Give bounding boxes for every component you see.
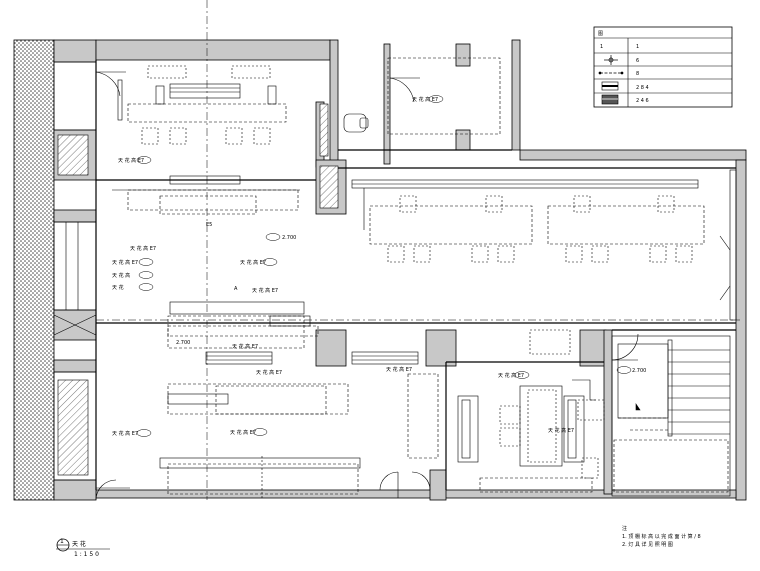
legend-symbol-0: 1	[600, 44, 603, 50]
label-11: 天 花 高 E7	[498, 372, 524, 379]
elevation-tags	[136, 95, 632, 437]
label-16: 天 花 高 E7	[232, 343, 258, 350]
label-1: 2.700	[282, 235, 296, 241]
label-9: E5	[206, 222, 212, 228]
partitions	[95, 60, 736, 490]
walls	[53, 39, 747, 501]
dashed-line-icon	[598, 71, 624, 75]
legend-label-1: 6	[636, 58, 639, 64]
window-mullions	[53, 61, 97, 481]
label-17: 天 花 高 E7	[548, 427, 574, 434]
title-circle-number: 1	[60, 538, 64, 545]
label-13: 2.700	[176, 340, 190, 346]
light-strip-icon	[601, 81, 619, 91]
label-6: 天 花 高 E7	[130, 245, 156, 252]
label-7: 天 花 高 E7	[412, 96, 438, 103]
label-3: 天 花 高 E7	[112, 259, 138, 266]
plan-labels: 天 花 高 E7 2.700 天 花 高 E7 天 花 高 E7 天 花 高 天…	[112, 96, 646, 437]
legend-table: 图 1 1 6 8 2 8 4 2 4 6	[593, 26, 733, 108]
label-14: 天 花 高 E7	[386, 366, 412, 373]
legend-label-0: 1	[636, 44, 639, 50]
room-lower-middle	[457, 329, 605, 493]
label-10: 天 花 高 E7	[230, 429, 256, 436]
light-panel-icon	[601, 94, 619, 105]
notes-block: 注 1. 顶 棚 标 高 以 完 成 面 计 算 / 8 2. 灯 具 详 见 …	[622, 525, 701, 548]
label-19: A	[234, 286, 238, 292]
legend-label-4: 2 4 6	[636, 98, 649, 104]
label-4: 天 花 高	[112, 272, 130, 279]
room-stair	[611, 333, 731, 497]
room-lower-left	[95, 301, 439, 501]
drawing-scale: 1 : 1 5 0	[74, 551, 99, 558]
legend-label-3: 2 8 4	[636, 85, 649, 91]
axis-lines	[96, 0, 740, 500]
label-8: 天 花 高 E7	[112, 430, 138, 437]
drawing-title-block: 1 天 花 1 : 1 5 0	[56, 538, 110, 558]
legend-header: 图	[598, 31, 603, 37]
legend-label-2: 8	[636, 71, 639, 77]
note-1: 1. 顶 棚 标 高 以 完 成 面 计 算 / 8	[622, 533, 701, 540]
label-12: 2.700	[632, 368, 646, 374]
label-0: 天 花 高 E7	[118, 157, 144, 164]
label-15: 天 花 高 E7	[256, 369, 282, 376]
room-open-office	[351, 169, 737, 321]
note-2: 2. 灯 具 详 见 照 明 图	[622, 541, 673, 548]
label-5: 天 花	[112, 284, 124, 291]
crosshair-icon	[604, 55, 618, 65]
label-18: 天 花 高 E7	[252, 287, 278, 294]
exterior-wall-hatch	[13, 39, 55, 501]
drawing-title: 天 花	[72, 540, 86, 548]
label-2: 天 花 高 E7	[240, 259, 266, 266]
room-upper-middle	[319, 57, 501, 209]
note-0: 注	[622, 525, 627, 532]
room-upper-left	[95, 65, 300, 215]
